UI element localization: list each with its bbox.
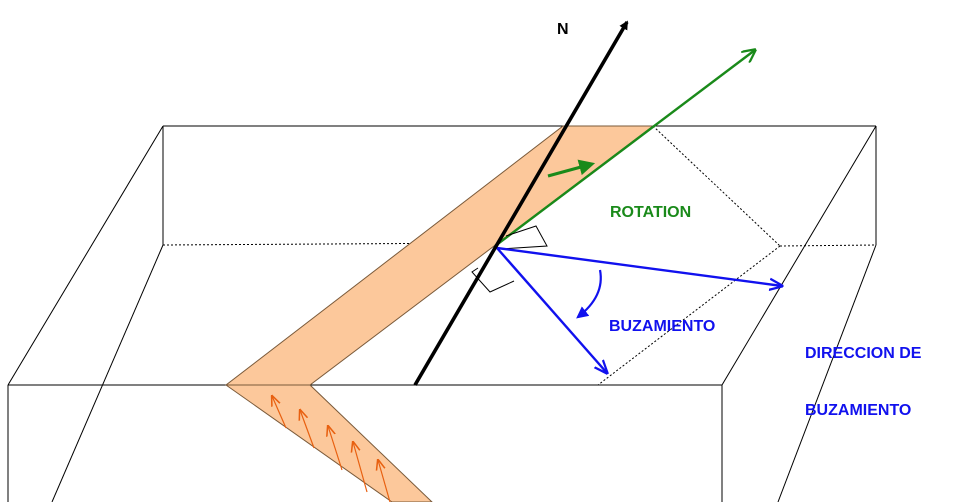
dip-direction-label: DIRECCION DE BUZAMIENTO xyxy=(805,306,921,439)
block-right-bottom-edge xyxy=(777,244,877,502)
right-angle-symbol-top xyxy=(499,225,548,250)
dip-arrow xyxy=(496,247,607,373)
layer-arrow xyxy=(353,442,368,493)
layer-arrow xyxy=(378,460,391,502)
block-top-left-edge xyxy=(7,125,164,386)
layer-arrow xyxy=(328,426,343,471)
right-angle-symbol-bottom xyxy=(471,267,515,293)
dip-direction-label-line2: BUZAMIENTO xyxy=(805,402,912,419)
hidden-plane-trace-side xyxy=(597,245,781,386)
hidden-back-bottom-edge-right xyxy=(779,244,877,247)
north-arrow xyxy=(413,20,629,386)
north-label: N xyxy=(557,21,569,38)
dip-angle-arc xyxy=(576,269,602,319)
strike-line xyxy=(494,50,755,247)
dip-label: BUZAMIENTO xyxy=(609,318,716,335)
block-left-bottom-edge xyxy=(51,244,164,502)
rotation-label: ROTATION xyxy=(610,204,692,221)
dip-direction-label-line1: DIRECCION DE xyxy=(805,345,922,362)
rotation-arrow xyxy=(547,159,596,178)
block-top-right-edge xyxy=(721,125,877,386)
layer-arrow xyxy=(300,410,315,449)
block-outline xyxy=(7,125,877,502)
dipping-layer-band xyxy=(225,125,655,502)
layer-way-up-arrows xyxy=(272,396,391,502)
dip-direction-arrow xyxy=(496,246,782,286)
layer-arrow xyxy=(272,396,287,429)
hidden-plane-trace-top xyxy=(652,125,781,247)
